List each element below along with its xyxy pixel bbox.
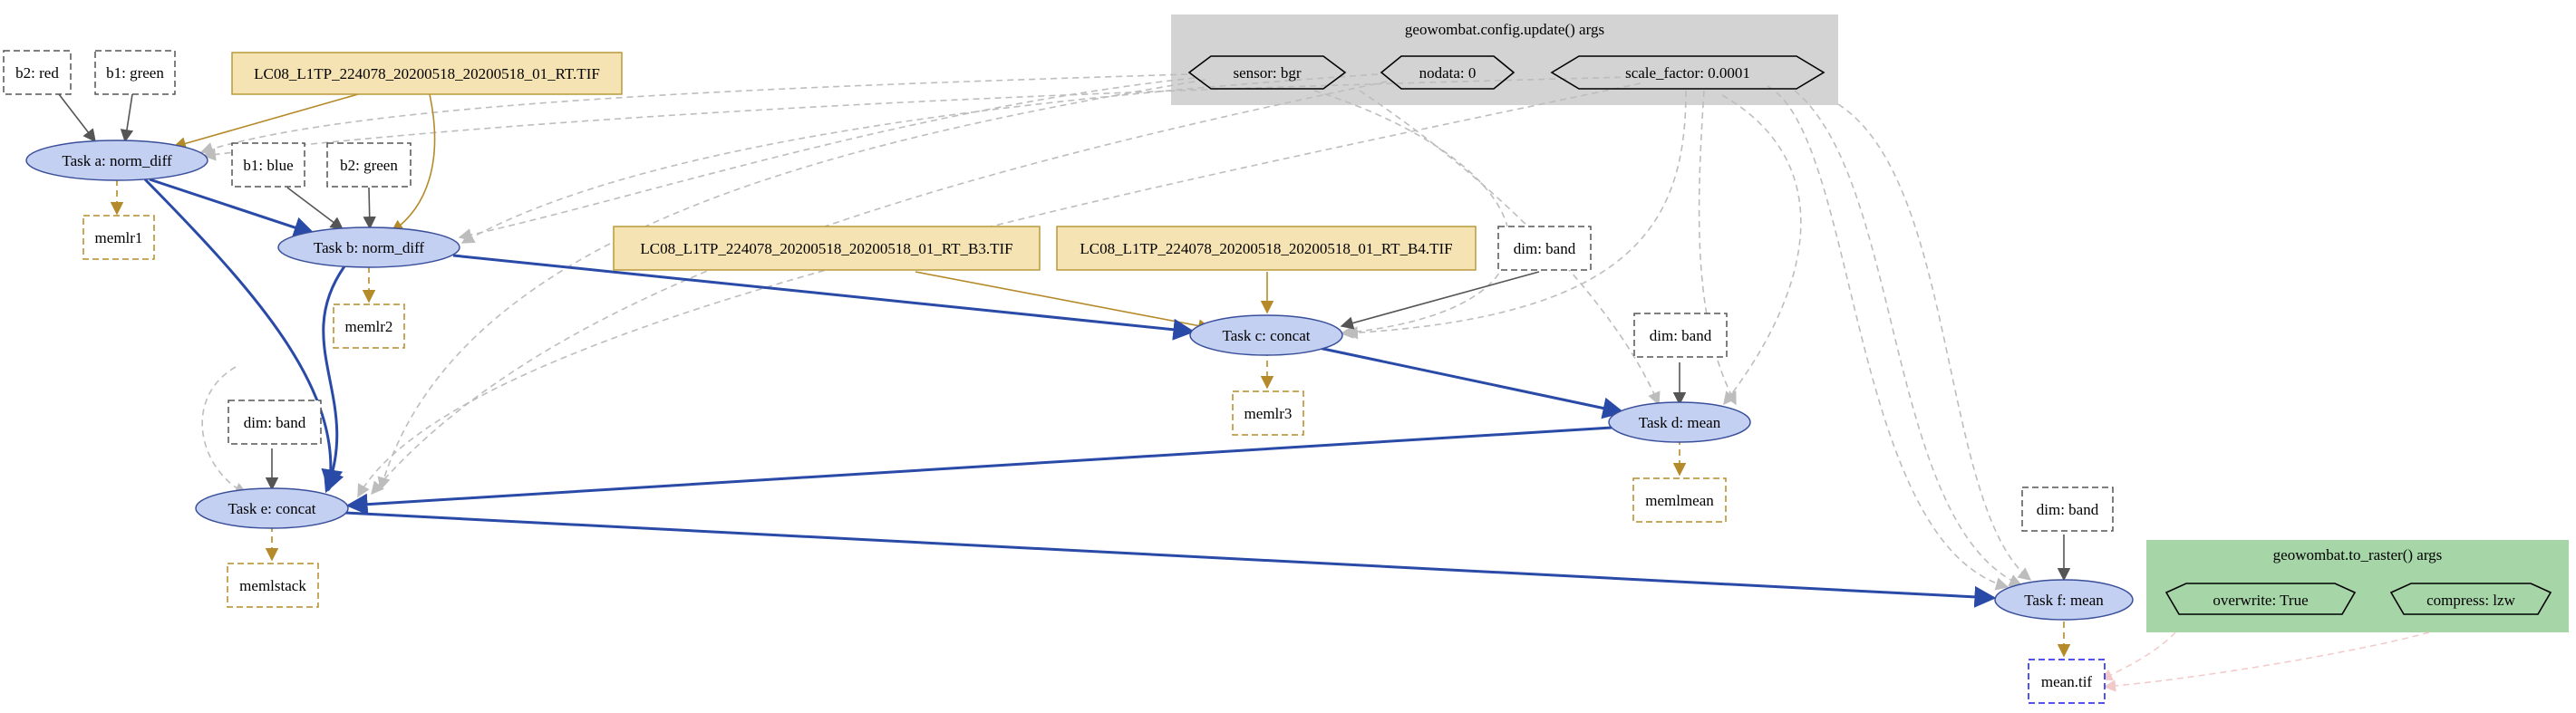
edge-config-task-f-3: [1837, 103, 2032, 581]
edge-task-a-task-b: [149, 178, 316, 238]
config-nodata: nodata: 0: [1380, 55, 1516, 90]
param-b1-green: b1: green: [94, 50, 176, 95]
svg-text:dim: band: dim: band: [1650, 327, 1712, 344]
file-b4-tif: LC08_L1TP_224078_20200518_20200518_01_RT…: [1056, 226, 1477, 271]
output-edges: [110, 179, 2071, 658]
svg-text:dim: band: dim: band: [1514, 240, 1576, 257]
svg-text:nodata: 0: nodata: 0: [1419, 64, 1477, 82]
param-edges: [58, 93, 2071, 582]
param-dim-c: dim: band: [1497, 226, 1592, 271]
param-b2-red: b2: red: [3, 50, 72, 95]
svg-text:compress: lzw: compress: lzw: [2426, 592, 2515, 609]
svg-text:Task d: mean: Task d: mean: [1639, 414, 1721, 431]
output-memlstack: memlstack: [227, 563, 319, 608]
edge-scale-task-a: [202, 76, 1632, 161]
svg-text:memlstack: memlstack: [239, 577, 306, 594]
edge-nodata-task-b: [460, 73, 1379, 244]
output-memlr2: memlr2: [333, 304, 405, 349]
svg-text:memlmean: memlmean: [1645, 492, 1714, 509]
output-mean-tif: mean.tif: [2028, 659, 2106, 704]
edge-scale-task-e: [357, 82, 1641, 498]
edge-b1-green-task-a: [120, 93, 134, 143]
svg-text:dim: band: dim: band: [2037, 501, 2099, 518]
edge-file-rt-task-b: [390, 93, 436, 233]
svg-text:scale_factor: 0.0001: scale_factor: 0.0001: [1625, 64, 1750, 82]
edge-file-b3-task-c: [915, 271, 1212, 332]
svg-text:dim: band: dim: band: [244, 414, 306, 431]
edge-config-task-f-2: [1794, 90, 2023, 587]
task-edges: [143, 178, 1997, 608]
svg-text:Task e: concat: Task e: concat: [228, 500, 316, 517]
task-e-node[interactable]: Task e: concat: [195, 487, 349, 529]
edge-config-task-c-1: [1313, 90, 1510, 339]
cluster-raster-args: geowombat.to_raster() args: [2146, 540, 2569, 632]
config-scale-factor: scale_factor: 0.0001: [1550, 55, 1825, 90]
task-f-node[interactable]: Task f: mean: [1994, 579, 2134, 621]
param-b2-green: b2: green: [326, 142, 412, 188]
edge-config-task-d-1: [1359, 90, 1661, 406]
config-edges: [199, 73, 2032, 591]
svg-text:Task b: norm_diff: Task b: norm_diff: [314, 239, 425, 256]
cluster-config-label: geowombat.config.update() args: [1405, 21, 1604, 38]
edge-config-task-e-loop: [201, 366, 248, 495]
edge-task-e-task-f: [344, 511, 1997, 608]
svg-text:memlr1: memlr1: [95, 229, 143, 246]
edge-task-b-task-e: [322, 265, 346, 494]
svg-text:b2: red: b2: red: [15, 64, 59, 82]
param-b1-blue: b1: blue: [231, 142, 305, 188]
edge-b2-green-task-b: [363, 187, 376, 230]
task-a-node[interactable]: Task a: norm_diff: [25, 140, 208, 181]
file-rt-tif: LC08_L1TP_224078_20200518_20200518_01_RT…: [231, 52, 623, 95]
svg-text:b1: green: b1: green: [106, 64, 164, 82]
svg-text:Task a: norm_diff: Task a: norm_diff: [62, 152, 172, 169]
task-c-node[interactable]: Task c: concat: [1189, 314, 1343, 356]
param-dim-f: dim: band: [2021, 487, 2114, 532]
output-memlmean: memlmean: [1632, 477, 1727, 523]
raster-overwrite: overwrite: True: [2164, 583, 2357, 615]
svg-text:b1: blue: b1: blue: [243, 157, 293, 174]
edge-config-task-f-1: [1767, 85, 2009, 591]
edge-b2-red-task-a: [58, 93, 96, 143]
edge-config-task-d-2: [1698, 90, 1737, 406]
edge-sensor-task-a: [199, 73, 1188, 155]
svg-text:Task c: concat: Task c: concat: [1223, 327, 1311, 344]
edge-b1-blue-task-b: [286, 187, 344, 230]
config-sensor: sensor: bgr: [1187, 55, 1347, 90]
output-memlr3: memlr3: [1232, 390, 1304, 436]
file-edges: [172, 93, 1274, 332]
svg-text:LC08_L1TP_224078_20200518_2020: LC08_L1TP_224078_20200518_20200518_01_RT…: [254, 65, 600, 82]
svg-text:b2: green: b2: green: [340, 157, 398, 174]
svg-text:memlr3: memlr3: [1244, 405, 1293, 422]
edge-config-task-c-2: [1344, 90, 1687, 340]
param-dim-e: dim: band: [228, 400, 322, 445]
task-b-node[interactable]: Task b: norm_diff: [277, 226, 460, 268]
svg-text:memlr2: memlr2: [345, 318, 393, 335]
edge-config-task-d-3: [1721, 94, 1802, 406]
raster-compress: compress: lzw: [2389, 583, 2552, 615]
cluster-config-args: geowombat.config.update() args: [1171, 14, 1838, 105]
edge-file-rt-task-a: [172, 93, 359, 150]
task-d-node[interactable]: Task d: mean: [1608, 401, 1751, 443]
file-b3-tif: LC08_L1TP_224078_20200518_20200518_01_RT…: [613, 226, 1041, 271]
edge-task-b-task-c: [452, 254, 1196, 341]
edge-overwrite-mean-tif: [2099, 631, 2176, 681]
edge-task-a-task-e: [143, 178, 344, 492]
raster-edges: [2099, 631, 2430, 692]
svg-text:mean.tif: mean.tif: [2041, 673, 2093, 690]
edge-task-d-task-e: [345, 426, 1612, 515]
svg-text:LC08_L1TP_224078_20200518_2020: LC08_L1TP_224078_20200518_20200518_01_RT…: [1080, 240, 1452, 257]
edge-sensor-task-e: [377, 79, 1206, 491]
param-dim-d: dim: band: [1633, 313, 1728, 358]
svg-text:sensor: bgr: sensor: bgr: [1233, 64, 1301, 82]
svg-text:LC08_L1TP_224078_20200518_2020: LC08_L1TP_224078_20200518_20200518_01_RT…: [640, 240, 1012, 257]
cluster-raster-label: geowombat.to_raster() args: [2273, 546, 2443, 564]
svg-text:Task f: mean: Task f: mean: [2024, 592, 2104, 609]
edge-dim-c-task-c: [1340, 271, 1540, 330]
edge-task-c-task-d: [1318, 346, 1625, 419]
svg-text:overwrite: True: overwrite: True: [2213, 592, 2308, 609]
output-memlr1: memlr1: [82, 215, 155, 260]
edge-compress-mean-tif: [2103, 631, 2430, 692]
